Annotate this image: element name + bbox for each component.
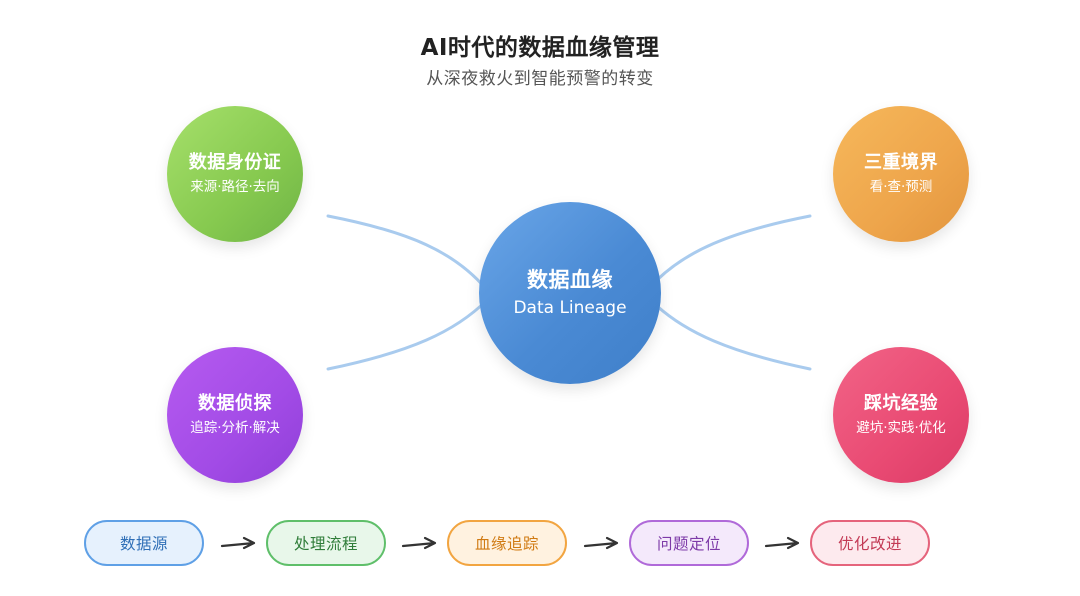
page-title: AI时代的数据血缘管理 bbox=[420, 35, 660, 61]
connector-top-left bbox=[326, 214, 489, 292]
flow-step-lineage-tracking: 血缘追踪 bbox=[447, 520, 567, 566]
flow-step-processing: 处理流程 bbox=[266, 520, 386, 566]
node-lessons-learned: 踩坑经验 避坑·实践·优化 bbox=[833, 347, 969, 483]
node-three-levels: 三重境界 看·查·预测 bbox=[833, 106, 969, 242]
arrow-right-icon bbox=[583, 536, 619, 550]
flow-step-data-source: 数据源 bbox=[84, 520, 204, 566]
arrow-right-icon bbox=[764, 536, 800, 550]
node-data-identity: 数据身份证 来源·路径·去向 bbox=[167, 106, 303, 242]
connector-bottom-right bbox=[655, 304, 812, 371]
flow-step-optimization: 优化改进 bbox=[810, 520, 930, 566]
flow-step-problem-location: 问题定位 bbox=[629, 520, 749, 566]
page-subtitle: 从深夜救火到智能预警的转变 bbox=[426, 69, 654, 89]
node-subtitle: 看·查·预测 bbox=[869, 179, 933, 195]
center-node-subtitle: Data Lineage bbox=[513, 298, 627, 318]
arrow-right-icon bbox=[401, 536, 437, 550]
connector-bottom-left bbox=[326, 298, 489, 371]
node-subtitle: 追踪·分析·解决 bbox=[190, 420, 280, 436]
node-title: 数据身份证 bbox=[188, 152, 282, 173]
node-data-detective: 数据侦探 追踪·分析·解决 bbox=[167, 347, 303, 483]
arrow-right-icon bbox=[220, 536, 256, 550]
node-subtitle: 避坑·实践·优化 bbox=[856, 420, 946, 436]
connector-top-right bbox=[655, 214, 812, 282]
node-title: 三重境界 bbox=[864, 152, 938, 173]
center-node: 数据血缘 Data Lineage bbox=[479, 202, 661, 384]
node-subtitle: 来源·路径·去向 bbox=[190, 179, 280, 195]
node-title: 踩坑经验 bbox=[864, 393, 938, 414]
center-node-title: 数据血缘 bbox=[527, 268, 613, 292]
node-title: 数据侦探 bbox=[198, 393, 272, 414]
